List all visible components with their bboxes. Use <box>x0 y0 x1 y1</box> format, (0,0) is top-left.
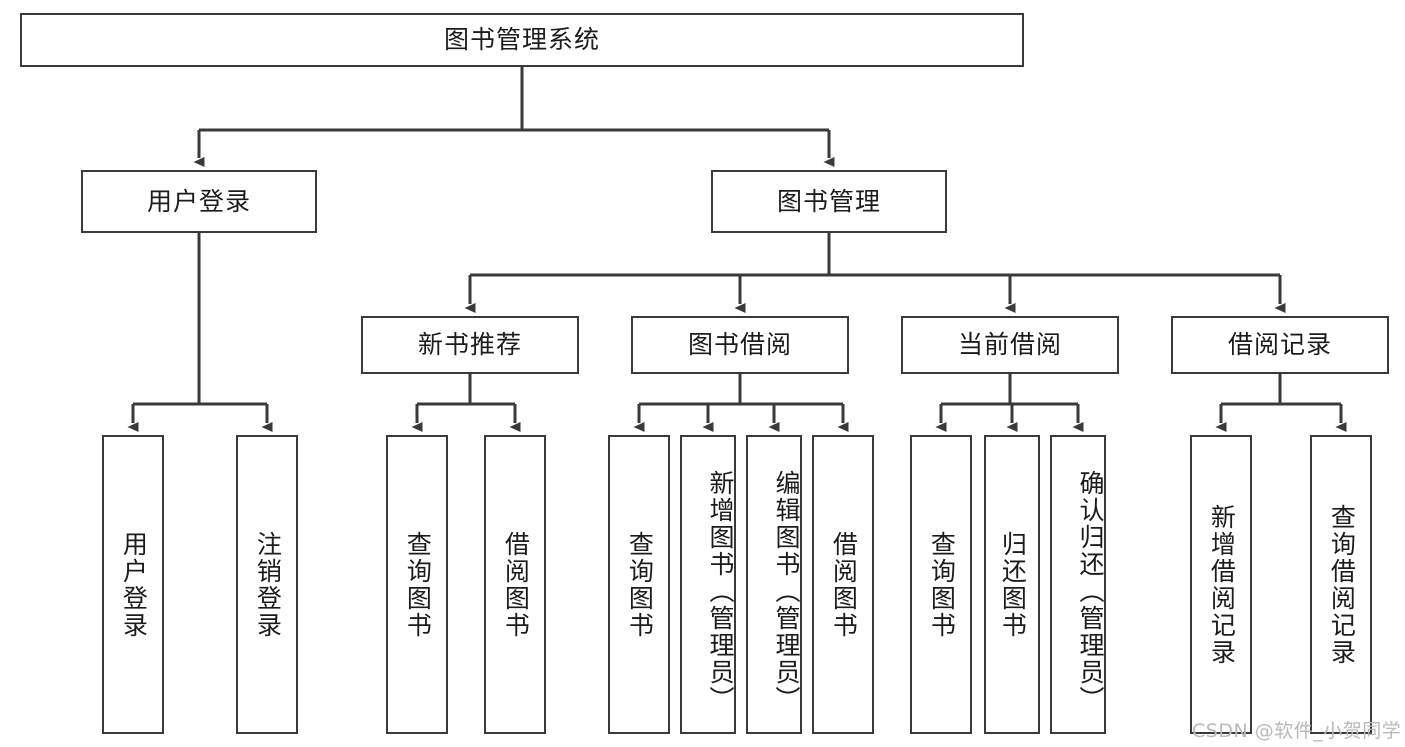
node-level3-borrow-records[interactable]: 借阅记录 <box>1171 316 1389 374</box>
node-root[interactable]: 图书管理系统 <box>20 13 1024 67</box>
node-leaf-query-book-rec[interactable]: 查询图书 <box>386 435 448 734</box>
node-level3-current-borrow[interactable]: 当前借阅 <box>901 316 1119 374</box>
node-leaf-add-book-admin[interactable]: 新增图书（管理员） <box>680 435 736 734</box>
node-leaf-logout[interactable]: 注销登录 <box>236 435 298 734</box>
node-leaf-borrow-book-rec[interactable]: 借阅图书 <box>484 435 546 734</box>
node-level3-book-borrow[interactable]: 图书借阅 <box>631 316 849 374</box>
node-leaf-query-borrow-record[interactable]: 查询借阅记录 <box>1310 435 1372 734</box>
node-leaf-user-login[interactable]: 用户登录 <box>102 435 164 734</box>
node-leaf-add-borrow-record[interactable]: 新增借阅记录 <box>1190 435 1252 734</box>
node-leaf-edit-book-admin[interactable]: 编辑图书（管理员） <box>746 435 802 734</box>
node-level2-user-login[interactable]: 用户登录 <box>81 170 317 233</box>
node-leaf-return-book[interactable]: 归还图书 <box>984 435 1040 734</box>
watermark-text: CSDN @软件_小贺同学 <box>1192 720 1402 742</box>
node-level3-new-book-recommend[interactable]: 新书推荐 <box>361 316 579 374</box>
node-leaf-query-book-borrow[interactable]: 查询图书 <box>608 435 670 734</box>
node-leaf-query-book-current[interactable]: 查询图书 <box>910 435 972 734</box>
node-leaf-confirm-return-admin[interactable]: 确认归还（管理员） <box>1050 435 1106 734</box>
node-level2-book-management[interactable]: 图书管理 <box>711 170 947 233</box>
node-leaf-borrow-book[interactable]: 借阅图书 <box>812 435 874 734</box>
